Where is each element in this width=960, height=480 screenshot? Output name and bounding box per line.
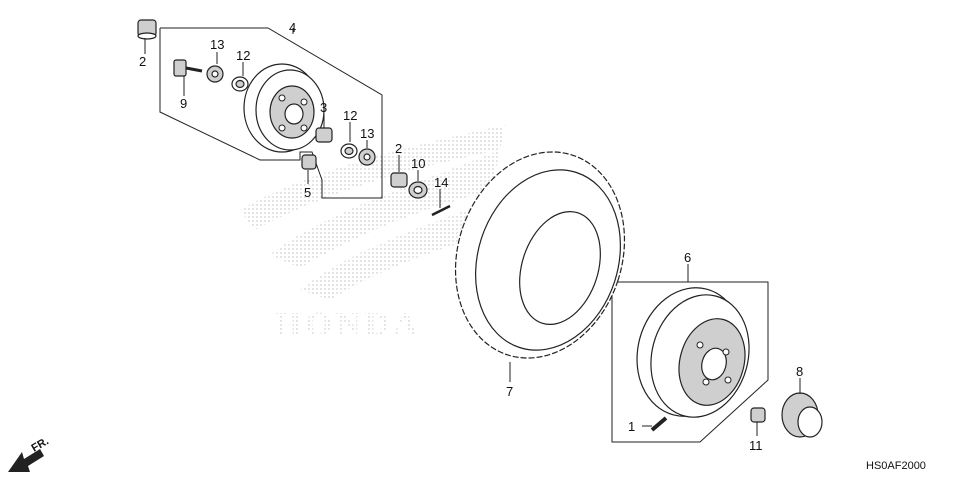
honda-wing-watermark: HONDA xyxy=(240,125,505,343)
collar-part-2-lower xyxy=(390,172,408,188)
callout-11: 11 xyxy=(749,438,763,453)
wheel-part-6 xyxy=(636,287,750,418)
callout-4: 4 xyxy=(289,20,296,35)
callout-12-top: 12 xyxy=(236,48,250,63)
bearing-part-12-top xyxy=(231,76,249,92)
nut-part-13-top xyxy=(206,65,224,83)
diagram-code: HS0AF2000 xyxy=(866,460,926,472)
callout-14: 14 xyxy=(434,175,448,190)
callout-6: 6 xyxy=(684,250,691,265)
front-direction-marker: FR. xyxy=(8,435,51,472)
bolt-part-9 xyxy=(173,59,203,77)
callout-1: 1 xyxy=(628,419,635,434)
collar-part-3 xyxy=(315,127,333,143)
callout-3: 3 xyxy=(320,100,327,115)
front-arrow-icon xyxy=(8,449,44,472)
callout-13-top: 13 xyxy=(210,37,224,52)
nut-part-5 xyxy=(301,154,317,170)
hub-group-frame xyxy=(159,27,383,199)
callout-7: 7 xyxy=(506,384,513,399)
collar-part-2-top xyxy=(137,19,157,40)
callout-2-lower: 2 xyxy=(395,141,402,156)
callout-5: 5 xyxy=(304,185,311,200)
hub-cap-part-8 xyxy=(781,392,823,438)
valve-stem-part-1 xyxy=(650,416,668,432)
cotter-pin-part-14 xyxy=(431,204,451,217)
callout-8: 8 xyxy=(796,364,803,379)
leader-lines xyxy=(144,28,801,436)
hub-part-4 xyxy=(243,63,325,153)
callout-10: 10 xyxy=(411,156,425,171)
callout-2-top: 2 xyxy=(139,54,146,69)
nut-part-13-lower xyxy=(358,148,376,166)
tire-part-7 xyxy=(454,151,626,359)
front-label: FR. xyxy=(30,435,51,454)
nut-part-11 xyxy=(750,407,766,423)
callout-12-lower: 12 xyxy=(343,108,357,123)
bearing-part-12-lower xyxy=(340,143,358,159)
wheel-group-frame xyxy=(611,281,769,443)
castle-nut-part-10 xyxy=(408,181,428,199)
honda-wordmark: HONDA xyxy=(275,306,422,343)
callout-9: 9 xyxy=(180,96,187,111)
callout-13-lower: 13 xyxy=(360,126,374,141)
